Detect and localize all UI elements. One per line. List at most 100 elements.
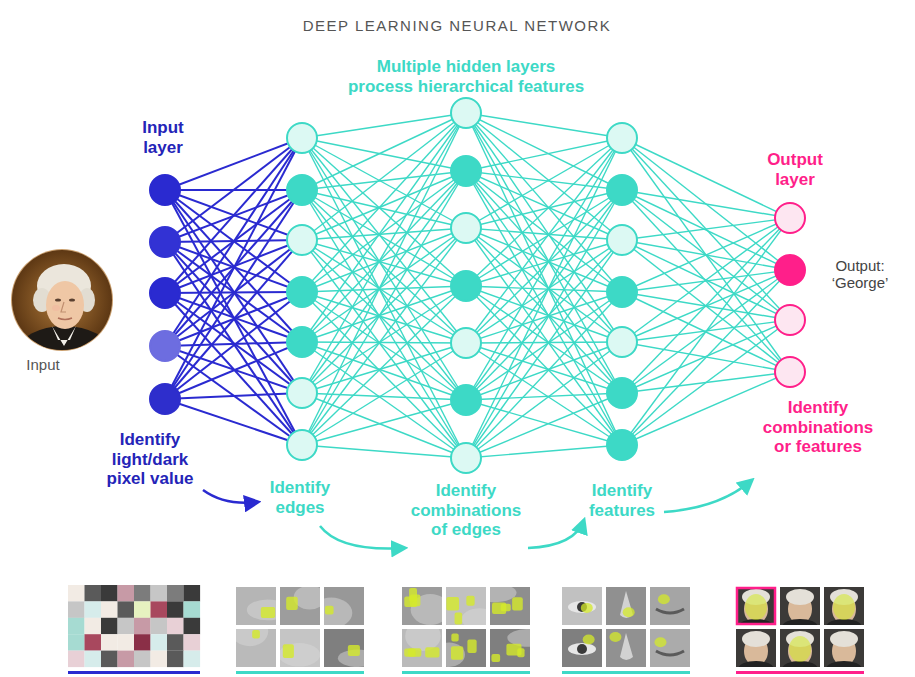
weight-line <box>622 190 790 372</box>
flow-arrow <box>320 526 405 549</box>
weight-line <box>165 240 302 399</box>
weight-line <box>622 138 790 372</box>
thumbnail <box>490 587 530 625</box>
neuron <box>287 225 317 255</box>
weight-line <box>302 171 466 292</box>
neuron <box>775 255 805 285</box>
feature-thumbnails <box>562 587 690 667</box>
weight-line <box>302 138 466 343</box>
weight-line <box>302 113 466 190</box>
neuron <box>775 203 805 233</box>
neuron <box>287 277 317 307</box>
weight-line <box>302 342 466 343</box>
weight-line <box>302 400 466 445</box>
weight-line <box>466 342 622 400</box>
thumbnail <box>824 629 864 667</box>
layer-heading: Multiple hidden layers process hierarchi… <box>344 57 588 96</box>
thumbnail <box>280 587 320 625</box>
neuron <box>150 227 180 257</box>
weight-line <box>302 171 466 190</box>
weight-line <box>302 113 466 240</box>
thumbnail <box>280 629 320 667</box>
thumbnail <box>446 587 486 625</box>
group-underline <box>68 671 200 674</box>
neuron <box>451 98 481 128</box>
input-portrait <box>10 248 114 378</box>
pixel <box>184 618 201 635</box>
thumbnail <box>324 587 364 625</box>
pixel <box>167 585 184 602</box>
weight-line <box>466 113 622 445</box>
weight-line <box>466 342 622 343</box>
neuron <box>287 430 317 460</box>
pixel <box>184 634 201 651</box>
flow-arrow <box>664 480 752 512</box>
neuron <box>451 271 481 301</box>
feature-thumbnails <box>231 586 378 667</box>
thumbnail <box>402 629 442 667</box>
neuron <box>287 123 317 153</box>
weight-line <box>302 171 466 445</box>
neuron <box>150 384 180 414</box>
weight-line <box>165 342 302 399</box>
pixel <box>68 618 85 635</box>
weight-line <box>466 286 622 445</box>
pixel <box>134 618 151 635</box>
pixel <box>101 601 118 618</box>
thumbnail <box>562 587 602 625</box>
pixel <box>167 634 184 651</box>
thumbnail <box>490 629 530 667</box>
pixel <box>184 651 201 668</box>
match-highlight <box>737 588 775 624</box>
weight-line <box>466 400 622 445</box>
pixel <box>151 601 168 618</box>
weight-line <box>302 171 466 342</box>
pixel <box>134 601 151 618</box>
thumbnail <box>606 629 646 667</box>
weight-line <box>302 113 466 292</box>
neuron <box>775 357 805 387</box>
pixel <box>134 651 151 668</box>
pixel <box>68 651 85 668</box>
neuron <box>607 175 637 205</box>
pixel <box>118 651 135 668</box>
stage-label: Identify edges <box>263 478 337 517</box>
weight-line <box>165 138 302 346</box>
pixel <box>101 651 118 668</box>
stage-label: Identify combinations or features <box>758 398 878 457</box>
weight-line <box>466 342 622 458</box>
thumbnail <box>402 587 442 625</box>
weight-line <box>302 286 466 445</box>
neuron <box>607 123 637 153</box>
group-underline <box>562 671 690 674</box>
pixel <box>167 618 184 635</box>
neuron <box>287 175 317 205</box>
output-value: Output: ‘George’ <box>823 257 897 292</box>
weight-line <box>165 292 302 399</box>
weight-line <box>165 190 302 399</box>
weight-line <box>466 138 622 400</box>
weight-line <box>466 393 622 458</box>
weight-line <box>466 228 622 445</box>
weight-line <box>466 138 622 171</box>
pixel <box>85 618 102 635</box>
input-caption: Input <box>13 356 73 373</box>
thumbnail <box>650 629 690 667</box>
weight-line <box>466 190 622 458</box>
weight-line <box>622 190 790 320</box>
weight-line <box>466 343 622 445</box>
pixel <box>118 585 135 602</box>
weight-line <box>302 171 466 240</box>
thumbnail <box>324 629 364 667</box>
weight-line <box>466 138 622 343</box>
pixel <box>134 585 151 602</box>
pixel <box>134 634 151 651</box>
weight-line <box>302 138 466 458</box>
weight-line <box>302 171 466 393</box>
pixel <box>167 601 184 618</box>
neuron <box>150 278 180 308</box>
thumbnail <box>824 587 864 625</box>
weight-line <box>466 113 622 292</box>
weight-line <box>302 343 466 445</box>
